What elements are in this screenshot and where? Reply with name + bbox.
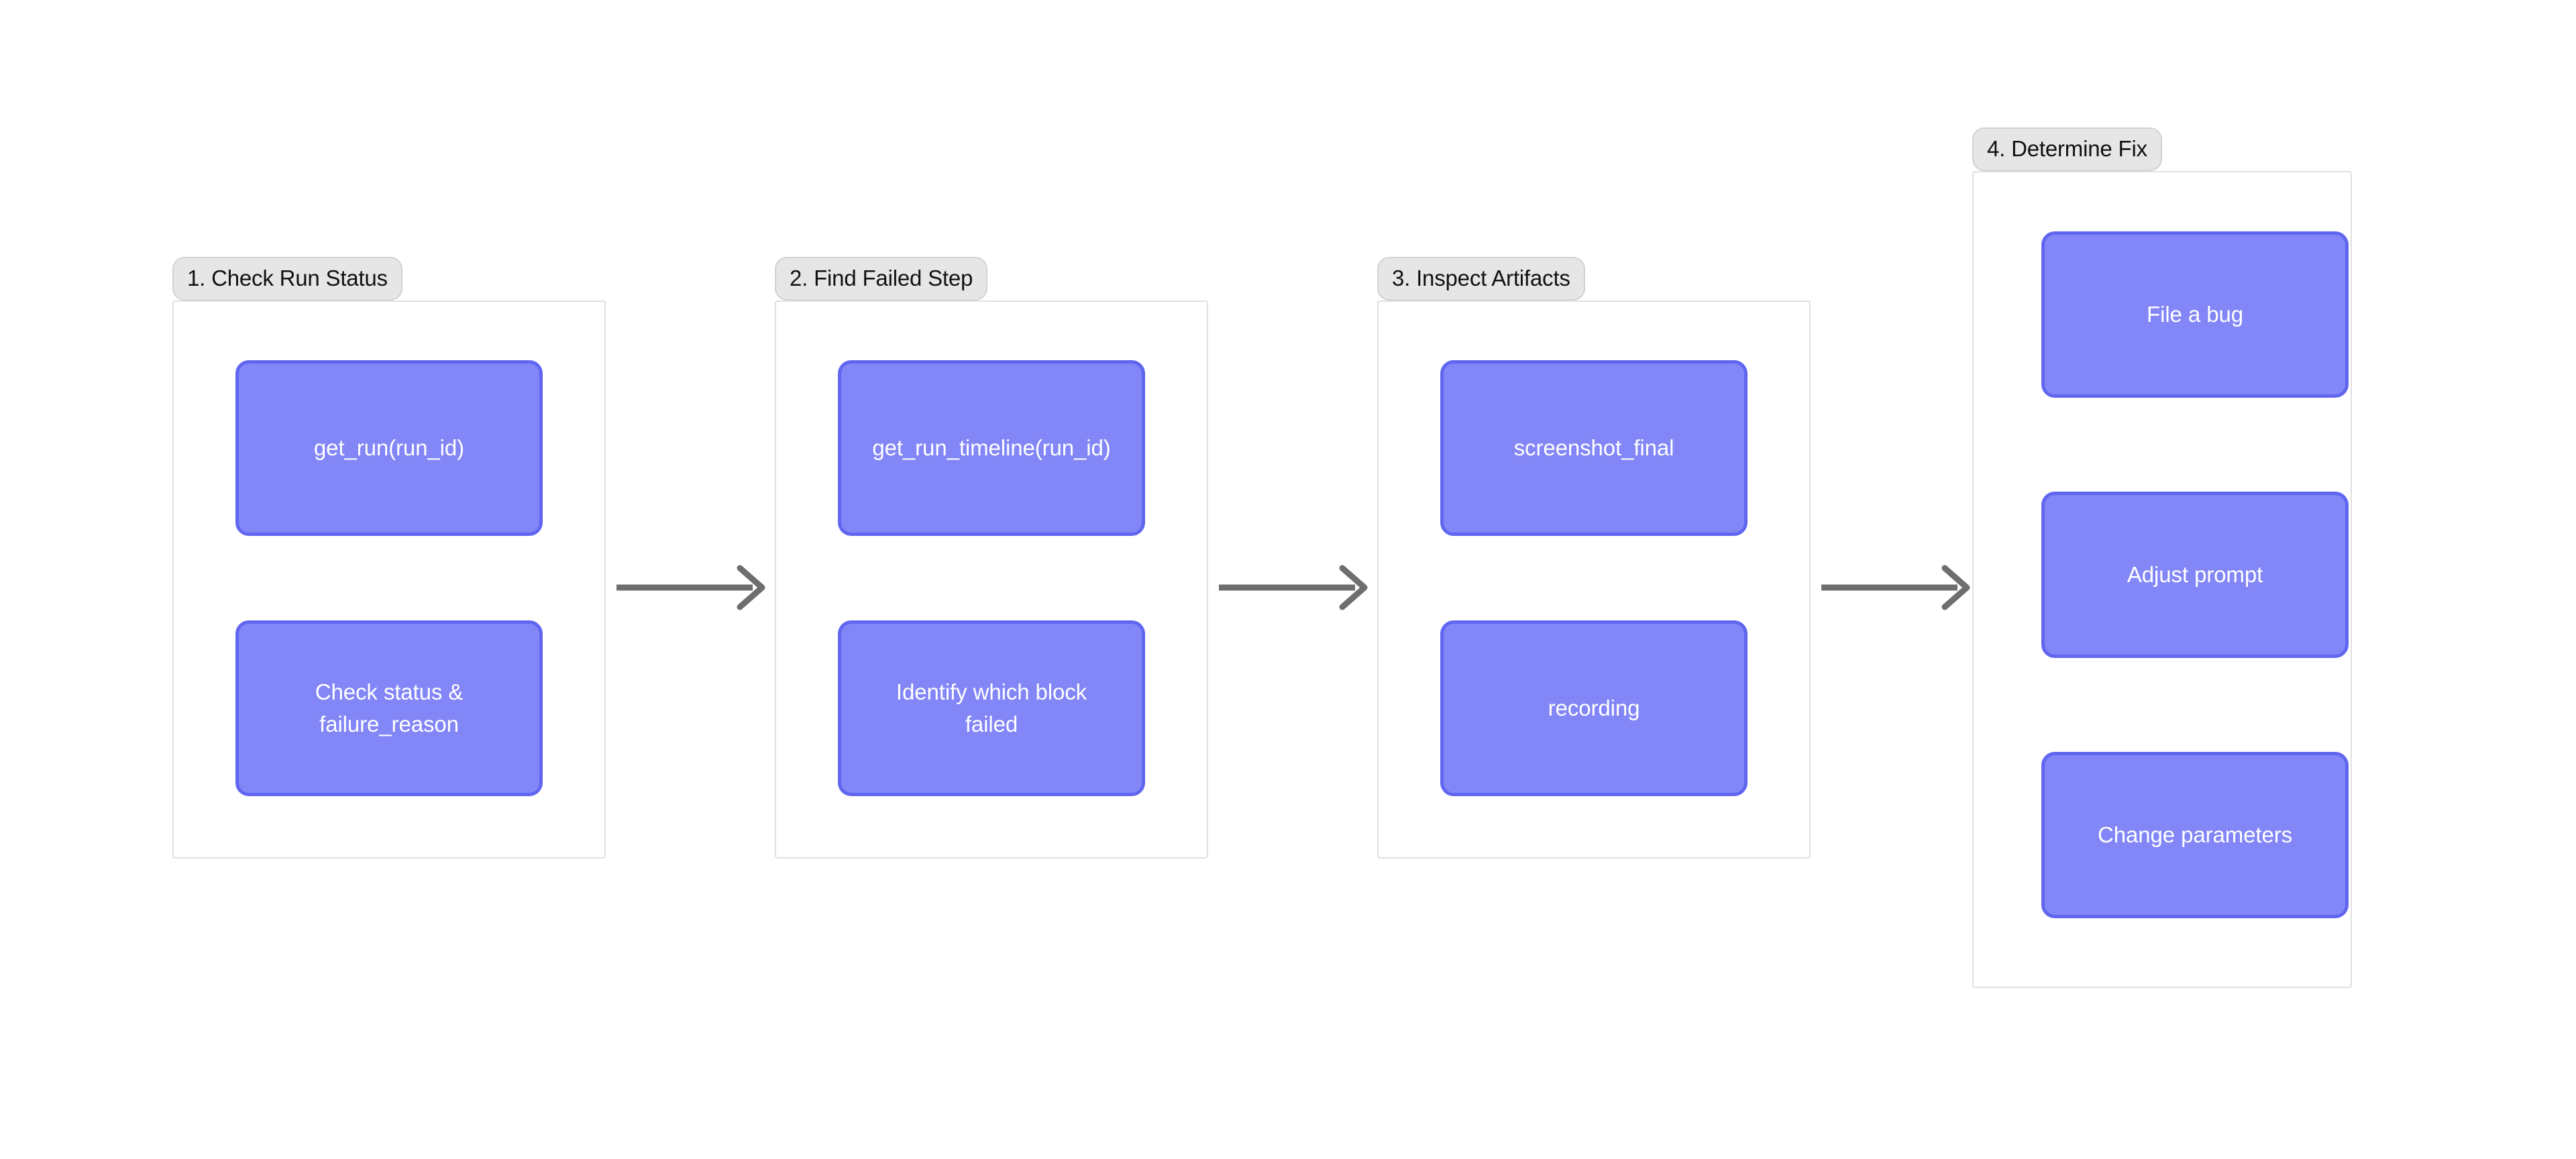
- node-get-run[interactable]: get_run(run_id): [235, 360, 543, 536]
- arrow-1-to-2: [615, 563, 768, 612]
- node-check-status[interactable]: Check status & failure_reason: [235, 620, 543, 796]
- group-label-determine-fix: 4. Determine Fix: [1972, 127, 2162, 171]
- group-label-find-failed-step: 2. Find Failed Step: [775, 257, 988, 300]
- group-label-check-run-status: 1. Check Run Status: [172, 257, 402, 300]
- arrow-2-to-3: [1218, 563, 1371, 612]
- group-label-inspect-artifacts: 3. Inspect Artifacts: [1377, 257, 1585, 300]
- arrow-3-to-4: [1820, 563, 1973, 612]
- node-file-a-bug[interactable]: File a bug: [2041, 231, 2349, 398]
- node-screenshot-final[interactable]: screenshot_final: [1440, 360, 1748, 536]
- node-change-parameters[interactable]: Change parameters: [2041, 752, 2349, 918]
- node-adjust-prompt[interactable]: Adjust prompt: [2041, 492, 2349, 658]
- node-identify-block[interactable]: Identify which block failed: [838, 620, 1145, 796]
- node-get-run-timeline[interactable]: get_run_timeline(run_id): [838, 360, 1145, 536]
- node-recording[interactable]: recording: [1440, 620, 1748, 796]
